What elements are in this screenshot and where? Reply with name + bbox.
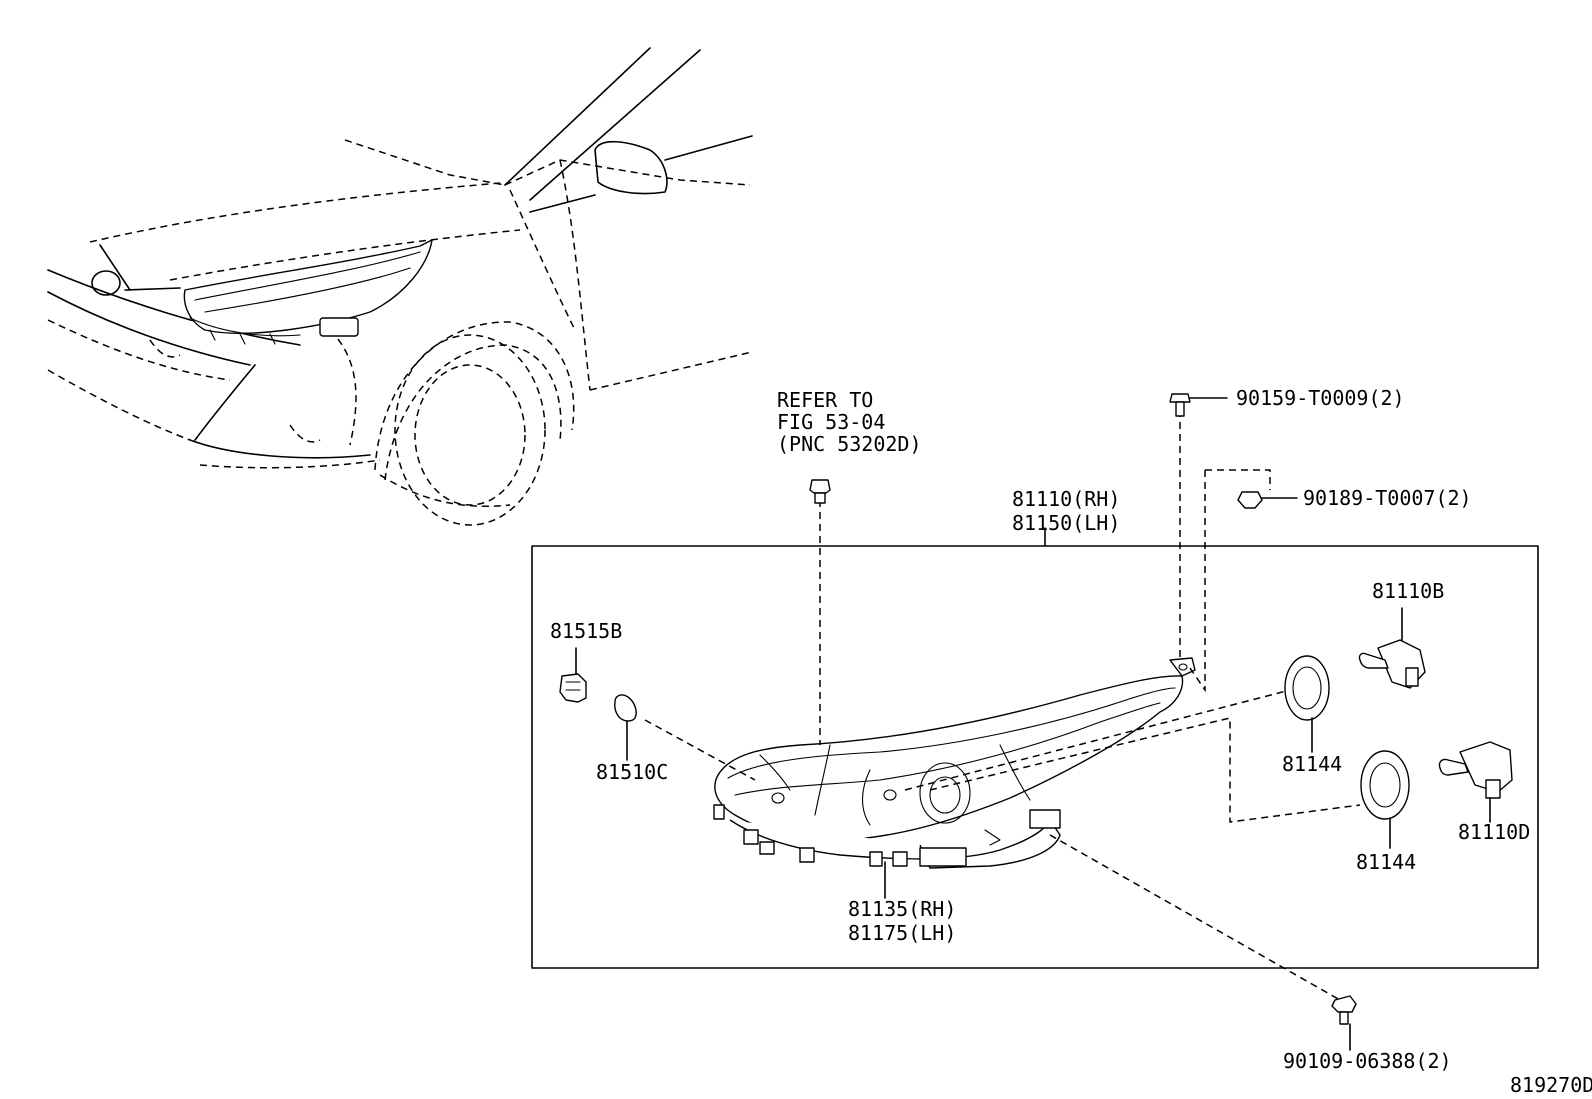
part-label-81110b: 81110B xyxy=(1372,579,1444,603)
side-bulb-icon xyxy=(614,694,637,761)
figure-id: 819270D xyxy=(1510,1073,1592,1097)
bolt-bottom-icon xyxy=(1331,995,1357,1051)
high-beam-bulb-icon xyxy=(1358,607,1426,689)
part-label-81515b: 81515B xyxy=(550,619,622,643)
refer-fastener-icon xyxy=(809,479,831,504)
vehicle-overview xyxy=(47,47,753,526)
refer-label-line2: FIG 53-04 xyxy=(777,410,885,434)
bolt-top-icon xyxy=(1169,393,1228,417)
refer-label-line1: REFER TO xyxy=(777,388,873,412)
part-label-81110-rh: 81110(RH) xyxy=(1012,487,1120,511)
part-label-90109: 90109-06388(2) xyxy=(1283,1049,1452,1073)
part-label-81150-lh: 81150(LH) xyxy=(1012,511,1120,535)
part-label-81175-lh: 81175(LH) xyxy=(848,921,956,945)
part-label-81144-upper: 81144 xyxy=(1282,752,1342,776)
leader-lines xyxy=(644,410,1361,1001)
part-label-81510c: 81510C xyxy=(596,760,668,784)
dust-cover-lower-icon xyxy=(1360,750,1410,849)
part-label-90189: 90189-T0007(2) xyxy=(1303,486,1472,510)
side-socket-icon xyxy=(559,647,587,703)
refer-label-line3: (PNC 53202D) xyxy=(777,432,922,456)
parts-frame xyxy=(531,545,1539,969)
part-label-90159: 90159-T0009(2) xyxy=(1236,386,1405,410)
low-beam-bulb-icon xyxy=(1438,741,1513,823)
headlamp-assembly xyxy=(713,657,1196,869)
dust-cover-upper-icon xyxy=(1284,655,1330,753)
clip-top-icon xyxy=(1237,491,1298,509)
part-label-81135-rh: 81135(RH) xyxy=(848,897,956,921)
part-label-81144-lower: 81144 xyxy=(1356,850,1416,874)
part-label-81110d: 81110D xyxy=(1458,820,1530,844)
